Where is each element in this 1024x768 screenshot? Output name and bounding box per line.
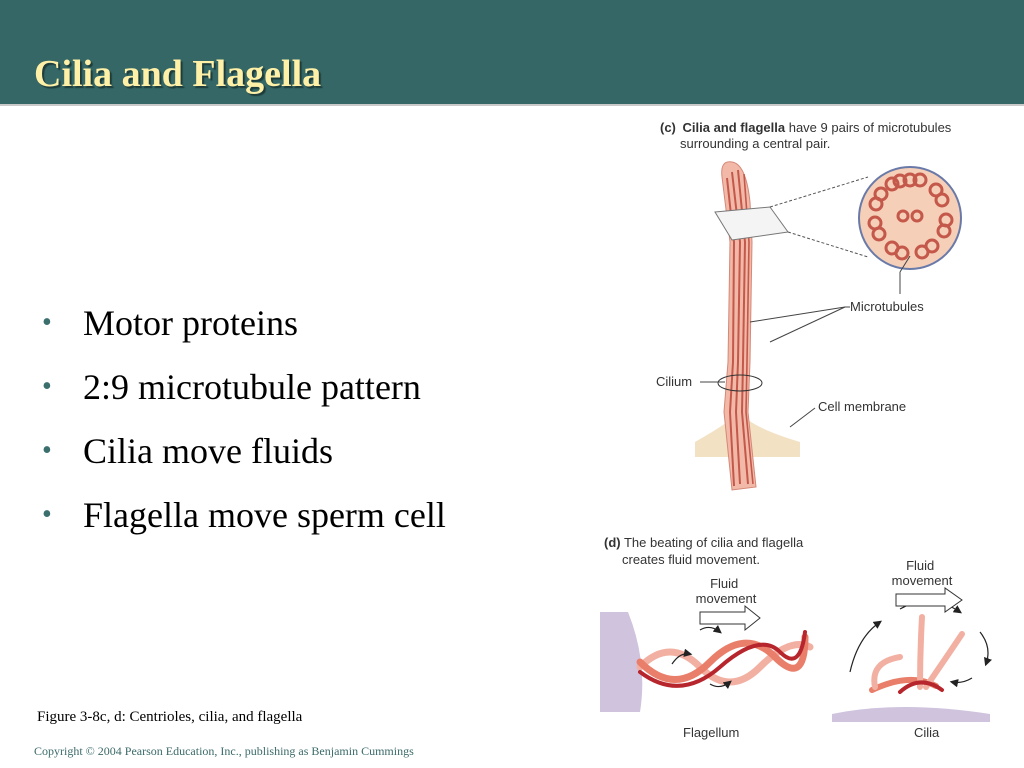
bullet-text: Flagella move sperm cell	[83, 495, 446, 535]
slide-title: Cilia and Flagella	[34, 53, 322, 95]
microtubule-cross-section	[858, 166, 962, 270]
leader-line	[749, 306, 846, 323]
bullet-text: 2:9 microtubule pattern	[83, 367, 421, 407]
bullet-item: • Cilia move fluids	[42, 428, 446, 492]
leader-line	[789, 407, 816, 428]
cross-section-plane	[714, 206, 789, 241]
copyright-notice: Copyright © 2004 Pearson Education, Inc.…	[34, 744, 414, 758]
leader-line	[899, 255, 911, 273]
projection-line	[769, 176, 869, 208]
fluid-arrow-right-icon	[699, 604, 761, 632]
figure-caption: Figure 3-8c, d: Centrioles, cilia, and f…	[37, 709, 303, 725]
panel-d-caption: (d) The beating of cilia and flagella	[604, 535, 804, 550]
label-cell-membrane: Cell membrane	[818, 399, 906, 414]
label-cilia: Cilia	[914, 725, 940, 740]
projection-line	[787, 231, 869, 258]
bullet-list: • Motor proteins • 2:9 microtubule pattern…	[42, 300, 446, 556]
cilia-illustration	[832, 600, 992, 722]
cilia-flagella-figure: (c) Cilia and flagella have 9 pairs of m…	[600, 120, 992, 740]
bullet-item: • Flagella move sperm cell	[42, 492, 446, 556]
bullet-dot-icon: •	[42, 307, 52, 338]
panel-c-caption-line2: surrounding a central pair.	[680, 136, 830, 151]
label-microtubules: Microtubules	[850, 299, 924, 314]
bullet-dot-icon: •	[42, 371, 52, 402]
bullet-text: Cilia move fluids	[83, 431, 333, 471]
bullet-text: Motor proteins	[83, 303, 298, 343]
fluid-arrow-right-icon	[895, 587, 963, 613]
bullet-item: • 2:9 microtubule pattern	[42, 364, 446, 428]
fluid-movement-label-right: Fluid movement	[892, 558, 953, 588]
bullet-dot-icon: •	[42, 435, 52, 466]
flagellum-illustration	[600, 612, 814, 712]
leader-line	[769, 306, 846, 343]
slide-header	[0, 0, 1024, 104]
fluid-movement-label-left: Fluid movement	[696, 576, 757, 606]
label-cilium: Cilium	[656, 374, 692, 389]
header-divider	[0, 104, 1024, 106]
label-flagellum: Flagellum	[683, 725, 739, 740]
panel-d-caption-line2: creates fluid movement.	[622, 552, 760, 567]
panel-c-caption: (c) Cilia and flagella have 9 pairs of m…	[660, 120, 952, 135]
bullet-item: • Motor proteins	[42, 300, 446, 364]
bullet-dot-icon: •	[42, 499, 52, 530]
